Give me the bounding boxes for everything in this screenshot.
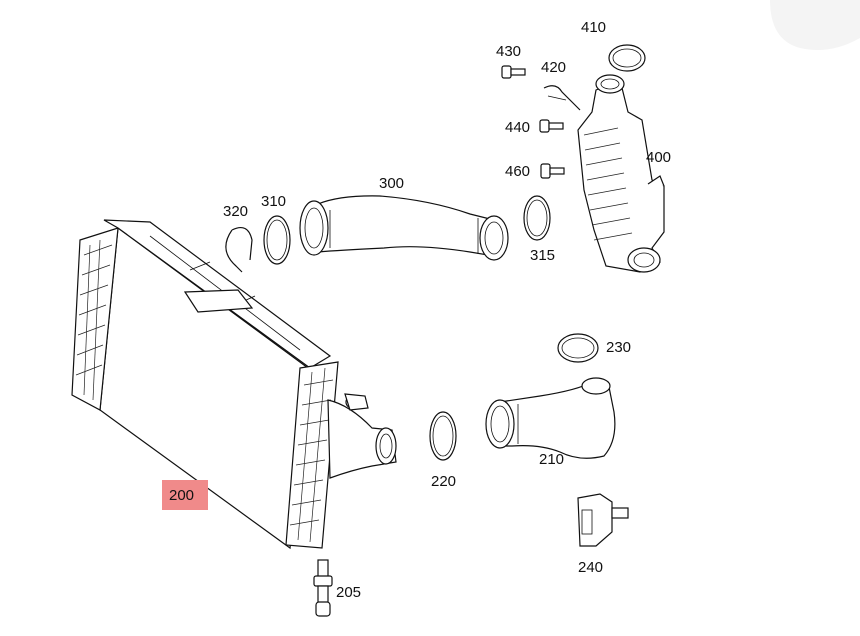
callout-310[interactable]: 310 (261, 193, 286, 210)
callout-240[interactable]: 240 (578, 559, 603, 576)
callout-460[interactable]: 460 (505, 163, 530, 180)
corner-shadow (770, 0, 860, 51)
callout-200[interactable]: 200 (169, 487, 194, 504)
callout-230[interactable]: 230 (606, 339, 631, 356)
callout-300[interactable]: 300 (379, 175, 404, 192)
seal-ring-230[interactable] (557, 333, 599, 363)
screw-430[interactable] (501, 65, 526, 79)
callout-205[interactable]: 205 (336, 584, 361, 601)
callout-320[interactable]: 320 (223, 203, 248, 220)
bolt-205[interactable] (313, 559, 333, 617)
callout-210[interactable]: 210 (539, 451, 564, 468)
callout-420[interactable]: 420 (541, 59, 566, 76)
screw-440[interactable] (539, 119, 564, 133)
charge-pipe-210[interactable] (485, 377, 616, 459)
clip-320[interactable] (225, 227, 253, 273)
seal-ring-315[interactable] (523, 195, 551, 241)
callout-430[interactable]: 430 (496, 43, 521, 60)
seal-ring-220[interactable] (429, 411, 457, 461)
charge-pipe-300[interactable] (299, 195, 509, 261)
throttle-housing-400[interactable] (577, 74, 665, 273)
seal-ring-410[interactable] (608, 44, 646, 72)
callout-220[interactable]: 220 (431, 473, 456, 490)
callout-410[interactable]: 410 (581, 19, 606, 36)
callout-315[interactable]: 315 (530, 247, 555, 264)
sensor-240[interactable] (577, 493, 629, 547)
bracket-420[interactable] (543, 85, 581, 111)
callout-400[interactable]: 400 (646, 149, 671, 166)
intercooler-200[interactable] (71, 219, 397, 550)
highlight-box-200 (162, 480, 208, 510)
callout-440[interactable]: 440 (505, 119, 530, 136)
screw-460[interactable] (540, 163, 565, 179)
seal-ring-310[interactable] (263, 215, 291, 265)
